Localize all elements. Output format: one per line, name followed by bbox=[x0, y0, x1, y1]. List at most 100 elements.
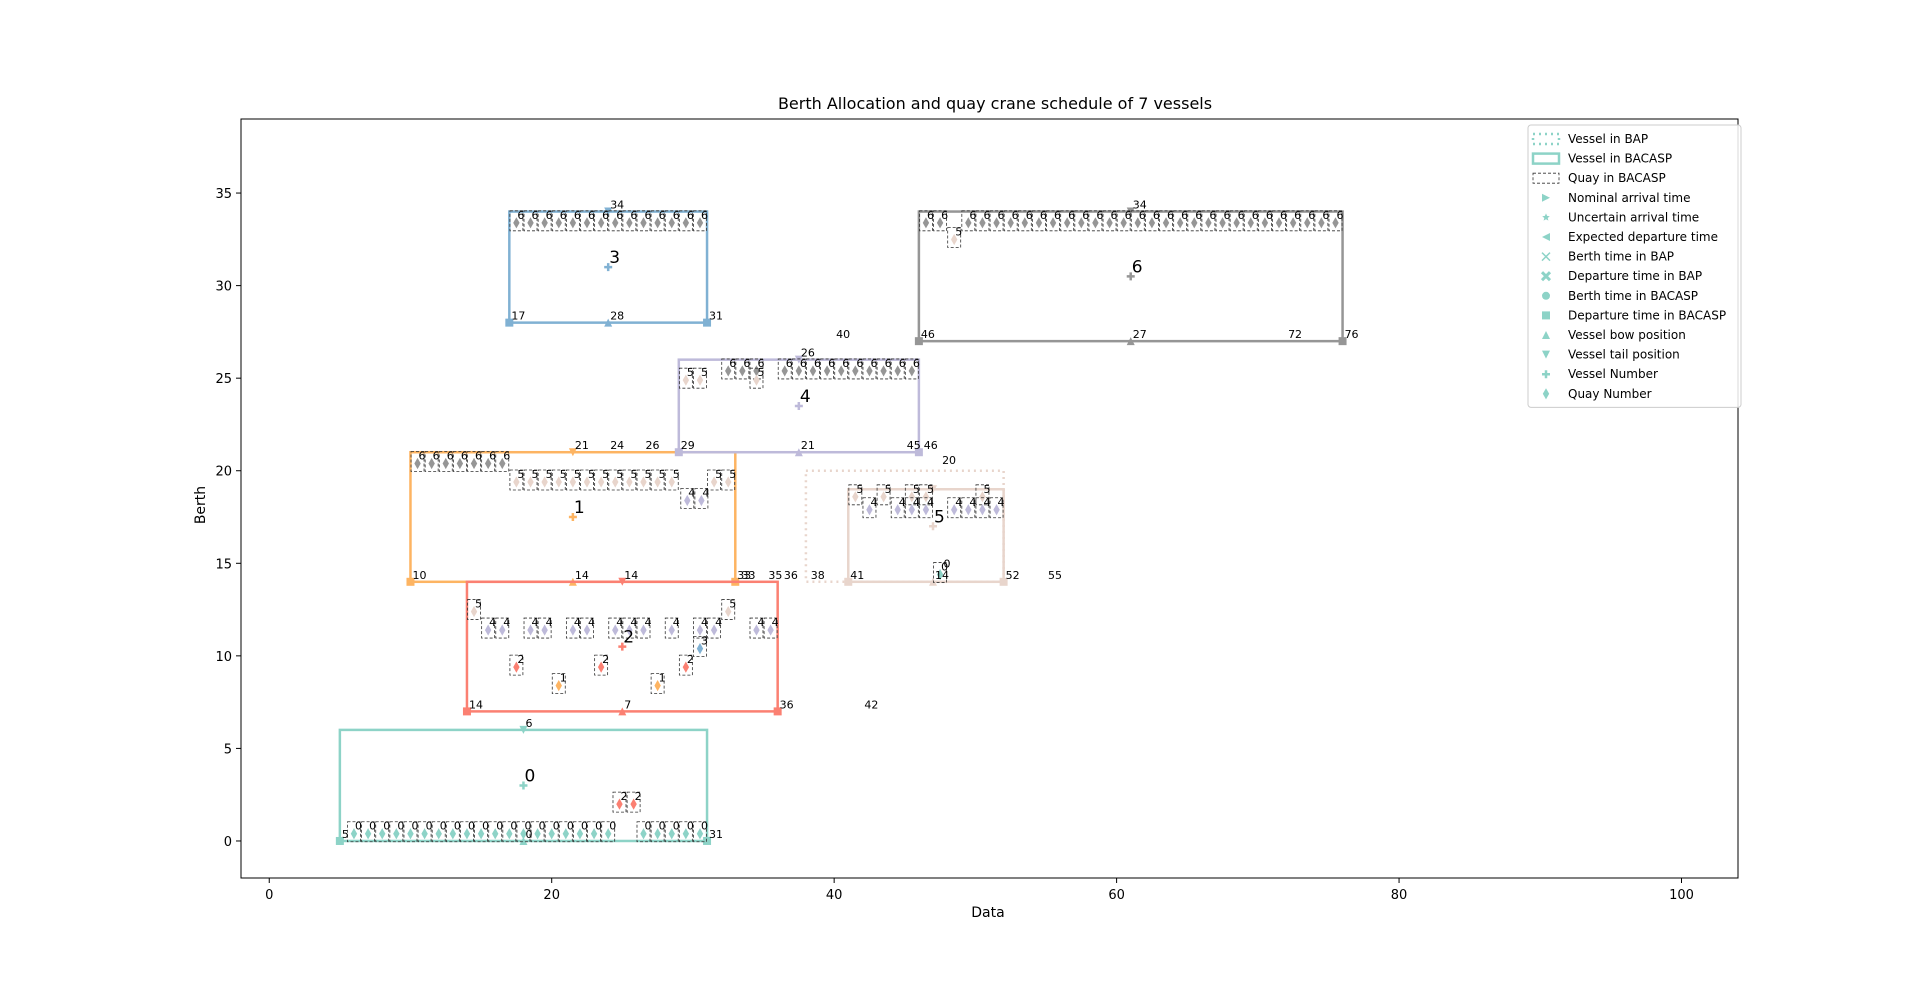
quay-box bbox=[509, 654, 524, 676]
quay-label: 0 bbox=[941, 561, 948, 574]
time-label: 29 bbox=[681, 439, 695, 452]
quay-box bbox=[1286, 210, 1301, 232]
quay-box bbox=[523, 469, 538, 491]
quay-box bbox=[1003, 210, 1018, 232]
quay-number-marker bbox=[435, 828, 442, 840]
quay-label: 0 bbox=[644, 820, 651, 833]
vessel-number-label: 2 bbox=[623, 628, 634, 648]
quay-number-marker bbox=[477, 828, 485, 840]
quay-label: 2 bbox=[602, 653, 609, 666]
quay-number-marker bbox=[668, 624, 675, 636]
quay-label: 6 bbox=[842, 357, 849, 370]
quay-number-marker bbox=[1148, 217, 1156, 229]
time-label: 0 bbox=[525, 828, 532, 841]
vessel-number-label: 4 bbox=[800, 387, 811, 407]
quay-label: 4 bbox=[969, 496, 976, 509]
quay-label: 0 bbox=[397, 820, 404, 833]
quay-label: 5 bbox=[517, 468, 524, 481]
quay-number-marker bbox=[513, 217, 520, 229]
quay-number-marker bbox=[682, 661, 690, 673]
quay-number-marker bbox=[534, 828, 541, 840]
quay-number-marker bbox=[555, 476, 562, 488]
quay-label: 0 bbox=[510, 820, 517, 833]
quay-number-marker bbox=[654, 217, 661, 229]
quay-label: 0 bbox=[595, 820, 602, 833]
quay-box bbox=[389, 821, 404, 843]
quay-number-marker bbox=[668, 217, 675, 229]
quay-number-marker bbox=[922, 491, 930, 503]
quay-box bbox=[904, 358, 919, 380]
vessel-tail-marker bbox=[519, 725, 528, 734]
legend-icon bbox=[1542, 388, 1550, 400]
quay-box bbox=[626, 791, 641, 813]
quay-label: 4 bbox=[630, 616, 637, 629]
quay-box bbox=[1074, 210, 1089, 232]
quay-box bbox=[664, 210, 679, 232]
quay-label: 6 bbox=[447, 449, 454, 462]
quay-label: 6 bbox=[475, 449, 482, 462]
time-label: 14 bbox=[575, 569, 589, 582]
quay-box bbox=[721, 358, 736, 380]
quay-label: 6 bbox=[1153, 209, 1160, 222]
quay-label: 4 bbox=[546, 616, 553, 629]
legend-label: Vessel Number bbox=[1568, 367, 1658, 381]
quay-box bbox=[481, 451, 496, 472]
legend-icon bbox=[1542, 291, 1550, 300]
legend-icon bbox=[1542, 213, 1550, 221]
quay-label: 5 bbox=[983, 483, 990, 496]
quay-number-marker bbox=[1106, 217, 1113, 229]
quay-box bbox=[1145, 210, 1159, 232]
quay-box bbox=[707, 617, 722, 639]
quay-label: 0 bbox=[567, 820, 574, 833]
quay-label: 4 bbox=[715, 616, 722, 629]
quay-number-marker bbox=[1275, 217, 1283, 229]
quay-label: 6 bbox=[856, 357, 863, 370]
time-label: 72 bbox=[1288, 328, 1302, 341]
quay-label: 6 bbox=[560, 209, 567, 222]
quay-label: 5 bbox=[602, 468, 609, 481]
quay-number-marker bbox=[1289, 217, 1297, 229]
quay-number-marker bbox=[894, 365, 901, 377]
time-label: 36 bbox=[780, 698, 794, 711]
legend-icon bbox=[1542, 311, 1550, 320]
quay-number-marker bbox=[470, 605, 478, 618]
quay-number-marker bbox=[696, 642, 704, 655]
quay-label: 1 bbox=[560, 672, 567, 685]
quay-box bbox=[721, 599, 736, 620]
quay-box bbox=[445, 821, 460, 843]
quay-number-marker bbox=[414, 457, 421, 470]
time-label: 28 bbox=[610, 310, 624, 323]
quay-box bbox=[680, 488, 695, 509]
quay-box bbox=[565, 469, 580, 491]
quay-label: 4 bbox=[927, 496, 934, 509]
quay-number-marker bbox=[739, 365, 746, 377]
quay-box bbox=[989, 210, 1004, 232]
time-label: 31 bbox=[709, 310, 723, 323]
quay-box bbox=[693, 617, 707, 639]
quay-box bbox=[523, 617, 538, 639]
quay-label: 0 bbox=[426, 820, 433, 833]
quay-box bbox=[460, 821, 474, 843]
y-tick-label: 0 bbox=[224, 835, 232, 850]
quay-number-marker bbox=[630, 798, 637, 810]
quay-label: 4 bbox=[913, 496, 920, 509]
quay-box bbox=[933, 562, 947, 583]
quay-label: 6 bbox=[1224, 209, 1231, 222]
quay-number-marker bbox=[866, 365, 873, 377]
quay-number-marker bbox=[626, 476, 633, 488]
quay-label: 0 bbox=[355, 820, 362, 833]
quay-number-marker bbox=[880, 491, 887, 503]
vessel-bacasp-rect bbox=[847, 487, 1005, 584]
quay-number-marker bbox=[555, 680, 562, 692]
time-label: 10 bbox=[412, 569, 426, 582]
quay-label: 5 bbox=[687, 366, 694, 379]
quay-box bbox=[919, 484, 933, 506]
legend-label: Berth time in BAP bbox=[1568, 250, 1674, 264]
quay-box bbox=[890, 358, 905, 380]
quay-box bbox=[410, 451, 425, 472]
quay-box bbox=[438, 451, 453, 472]
vessel-bow-marker bbox=[618, 707, 627, 716]
departure-time-marker bbox=[999, 577, 1008, 586]
quay-number-marker bbox=[668, 828, 675, 840]
